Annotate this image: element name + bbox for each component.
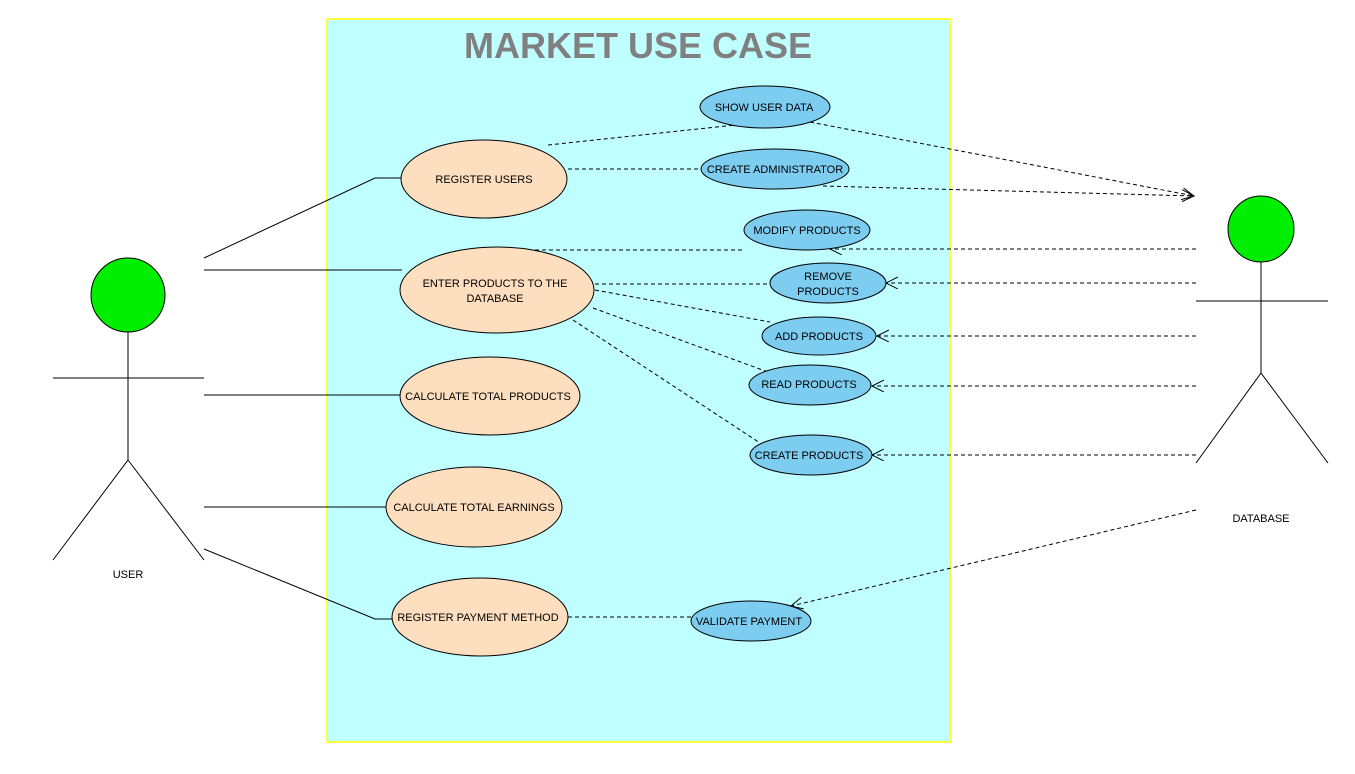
usecase-validate-payment-shape: [690, 600, 812, 642]
relation-enter-products-create-products: [572, 319, 761, 444]
actor-user-left-leg: [52, 459, 129, 561]
actor-user-right-leg: [127, 459, 205, 561]
diagram-title: MARKET USE CASE: [464, 25, 812, 66]
usecase-remove-products[interactable]: REMOVE PRODUCTS: [769, 262, 887, 304]
usecase-modify-products-shape: [743, 209, 871, 251]
usecase-register-payment-method-label: REGISTER PAYMENT METHOD: [397, 612, 558, 624]
usecase-add-products[interactable]: ADD PRODUCTS: [761, 316, 877, 356]
usecase-create-products-label: CREATE PRODUCTS: [755, 450, 864, 462]
usecase-create-administrator-label: CREATE ADMINISTRATOR: [707, 164, 843, 176]
actor-database-left-leg: [1195, 372, 1262, 464]
usecase-create-administrator[interactable]: CREATE ADMINISTRATOR: [700, 148, 850, 190]
usecase-calculate-total-earnings-shape: [385, 466, 563, 548]
usecase-remove-products-label-line2: PRODUCTS: [797, 286, 859, 298]
usecase-modify-products[interactable]: MODIFY PRODUCTS: [743, 209, 871, 251]
usecase-calculate-total-earnings-label: CALCULATE TOTAL EARNINGS: [393, 502, 554, 514]
usecase-show-user-data-shape: [699, 85, 831, 129]
usecase-register-payment-method[interactable]: REGISTER PAYMENT METHOD: [391, 577, 569, 657]
usecase-remove-products-shape: [769, 262, 887, 304]
database-dependencies: [791, 121, 1197, 606]
usecase-validate-payment-label: VALIDATE PAYMENT: [696, 616, 802, 628]
usecase-show-user-data[interactable]: SHOW USER DATA: [699, 85, 831, 129]
actor-database-right-leg: [1260, 372, 1329, 464]
usecase-validate-payment[interactable]: VALIDATE PAYMENT: [690, 600, 812, 642]
usecase-modify-products-label: MODIFY PRODUCTS: [753, 225, 860, 237]
usecase-enter-products-shape: [399, 246, 595, 334]
dependency-show-user-data-database: [809, 121, 1194, 196]
actor-user-head: [90, 257, 166, 333]
association-user-register-users: [203, 177, 402, 259]
usecase-relationships: [535, 124, 771, 618]
usecase-read-products[interactable]: READ PRODUCTS: [748, 364, 872, 406]
usecase-register-payment-method-shape: [391, 577, 569, 657]
actor-user-label: USER: [113, 569, 144, 581]
usecase-add-products-label: ADD PRODUCTS: [775, 331, 863, 343]
usecase-enter-products[interactable]: ENTER PRODUCTS TO THE DATABASE: [399, 246, 595, 334]
usecase-register-users-label: REGISTER USERS: [435, 174, 532, 186]
actor-database[interactable]: DATABASE: [1195, 195, 1329, 525]
usecase-enter-products-label-line1: ENTER PRODUCTS TO THE: [423, 278, 568, 290]
usecase-register-users-shape: [400, 139, 568, 219]
relation-enter-products-add-products: [594, 289, 771, 323]
usecase-register-users[interactable]: REGISTER USERS: [400, 139, 568, 219]
usecase-create-products-shape: [749, 434, 873, 476]
usecase-add-products-shape: [761, 316, 877, 356]
relation-register-users-show-user-data: [547, 124, 736, 146]
dependency-database-validate-payment: [791, 509, 1197, 606]
user-associations: [203, 177, 402, 620]
usecase-read-products-label: READ PRODUCTS: [761, 379, 856, 391]
usecase-show-user-data-label: SHOW USER DATA: [715, 102, 814, 114]
usecase-calculate-total-products-shape: [399, 356, 581, 436]
association-user-register-payment: [203, 548, 393, 620]
dependency-create-administrator-database: [822, 185, 1194, 196]
usecase-calculate-total-earnings[interactable]: CALCULATE TOTAL EARNINGS: [385, 466, 563, 548]
usecase-calculate-total-products[interactable]: CALCULATE TOTAL PRODUCTS: [399, 356, 581, 436]
usecase-create-products[interactable]: CREATE PRODUCTS: [749, 434, 873, 476]
actor-database-head: [1227, 195, 1295, 263]
usecase-remove-products-label-line1: REMOVE: [804, 271, 852, 283]
usecase-read-products-shape: [748, 364, 872, 406]
relation-enter-products-read-products: [592, 307, 769, 373]
usecase-calculate-total-products-label: CALCULATE TOTAL PRODUCTS: [405, 391, 571, 403]
actor-database-label: DATABASE: [1232, 513, 1289, 525]
usecase-enter-products-label-line2: DATABASE: [466, 293, 523, 305]
usecase-create-administrator-shape: [700, 148, 850, 190]
actor-user[interactable]: USER: [52, 257, 205, 581]
